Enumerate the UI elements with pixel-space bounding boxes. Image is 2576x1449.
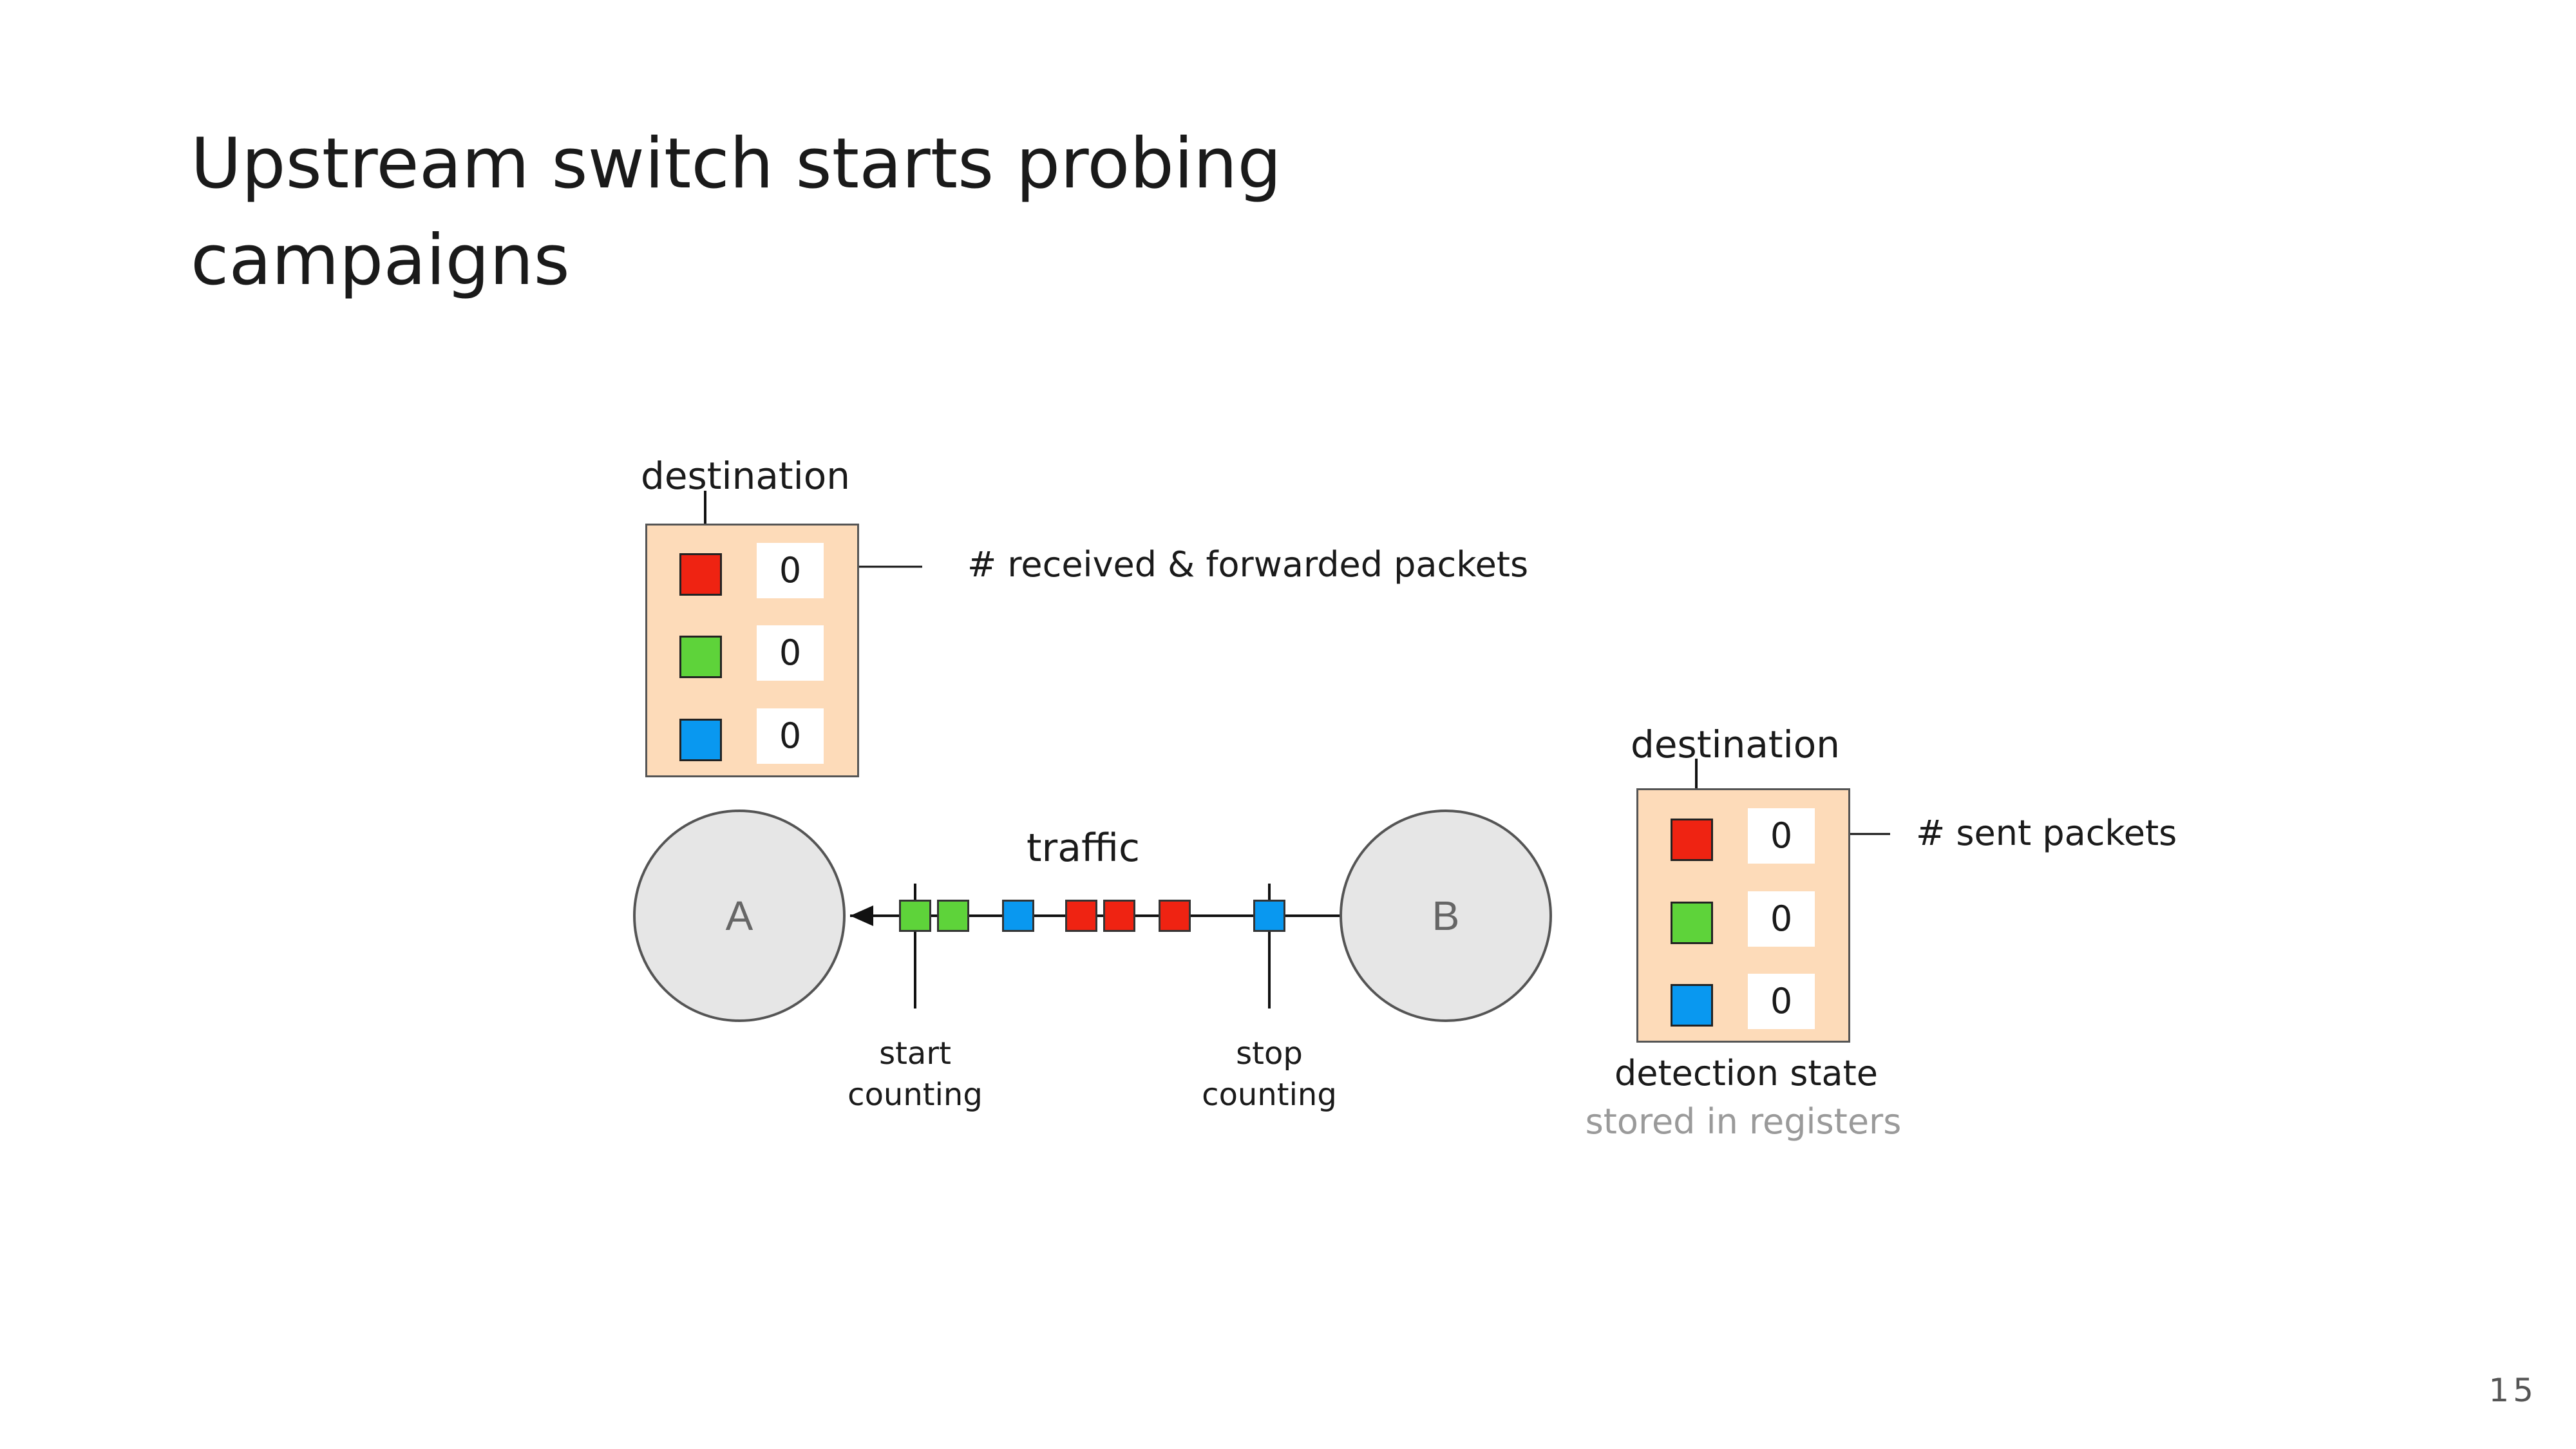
upstream-annotation: # received & forwarded packets (967, 544, 1529, 585)
start-counting-label: start counting (819, 1033, 1012, 1115)
switch-node-a: A (633, 810, 846, 1022)
page-number: 15 (2488, 1372, 2537, 1409)
upstream-row-green: 0 (647, 625, 857, 683)
start-counting-line-1: start (879, 1036, 951, 1072)
switch-node-b: B (1340, 810, 1552, 1022)
upstream-row-blue: 0 (647, 708, 857, 766)
title-line-1: Upstream switch starts probing (191, 124, 1282, 204)
packet-red (1065, 900, 1097, 932)
upstream-counter-red: 0 (757, 543, 824, 598)
upstream-row-red: 0 (647, 543, 857, 601)
blue-destination-square (679, 719, 722, 761)
downstream-row-green: 0 (1638, 891, 1848, 949)
packet-blue (1253, 900, 1285, 932)
upstream-counter-blue: 0 (757, 708, 824, 764)
start-counting-line-2: counting (848, 1077, 983, 1113)
downstream-row-blue: 0 (1638, 974, 1848, 1032)
downstream-counter-table: 0 0 0 (1636, 788, 1850, 1043)
packet-blue (1002, 900, 1034, 932)
title-line-2: campaigns (191, 220, 570, 301)
stop-counting-label: stop counting (1173, 1033, 1366, 1115)
detection-state-caption: detection state (1615, 1053, 1878, 1094)
stop-counting-line-2: counting (1202, 1077, 1337, 1113)
detection-state-subcaption: stored in registers (1585, 1101, 1902, 1142)
downstream-counter-red: 0 (1748, 808, 1815, 864)
downstream-row-red: 0 (1638, 808, 1848, 866)
green-destination-square (1671, 902, 1713, 944)
downstream-annotation: # sent packets (1916, 813, 2177, 853)
downstream-counter-blue: 0 (1748, 974, 1815, 1029)
red-destination-square (1671, 819, 1713, 861)
traffic-label: traffic (1027, 826, 1140, 871)
green-destination-square (679, 636, 722, 678)
red-destination-square (679, 553, 722, 596)
stop-counting-line-1: stop (1236, 1036, 1303, 1072)
blue-destination-square (1671, 984, 1713, 1027)
upstream-destination-label: destination (641, 454, 850, 498)
slide-title: Upstream switch starts probing campaigns (191, 116, 1607, 309)
downstream-counter-green: 0 (1748, 891, 1815, 947)
packet-red (1159, 900, 1191, 932)
downstream-destination-label: destination (1631, 723, 1840, 766)
packet-red (1103, 900, 1135, 932)
packet-green (899, 900, 931, 932)
upstream-counter-table: 0 0 0 (645, 524, 859, 777)
upstream-counter-green: 0 (757, 625, 824, 681)
packet-green (937, 900, 969, 932)
